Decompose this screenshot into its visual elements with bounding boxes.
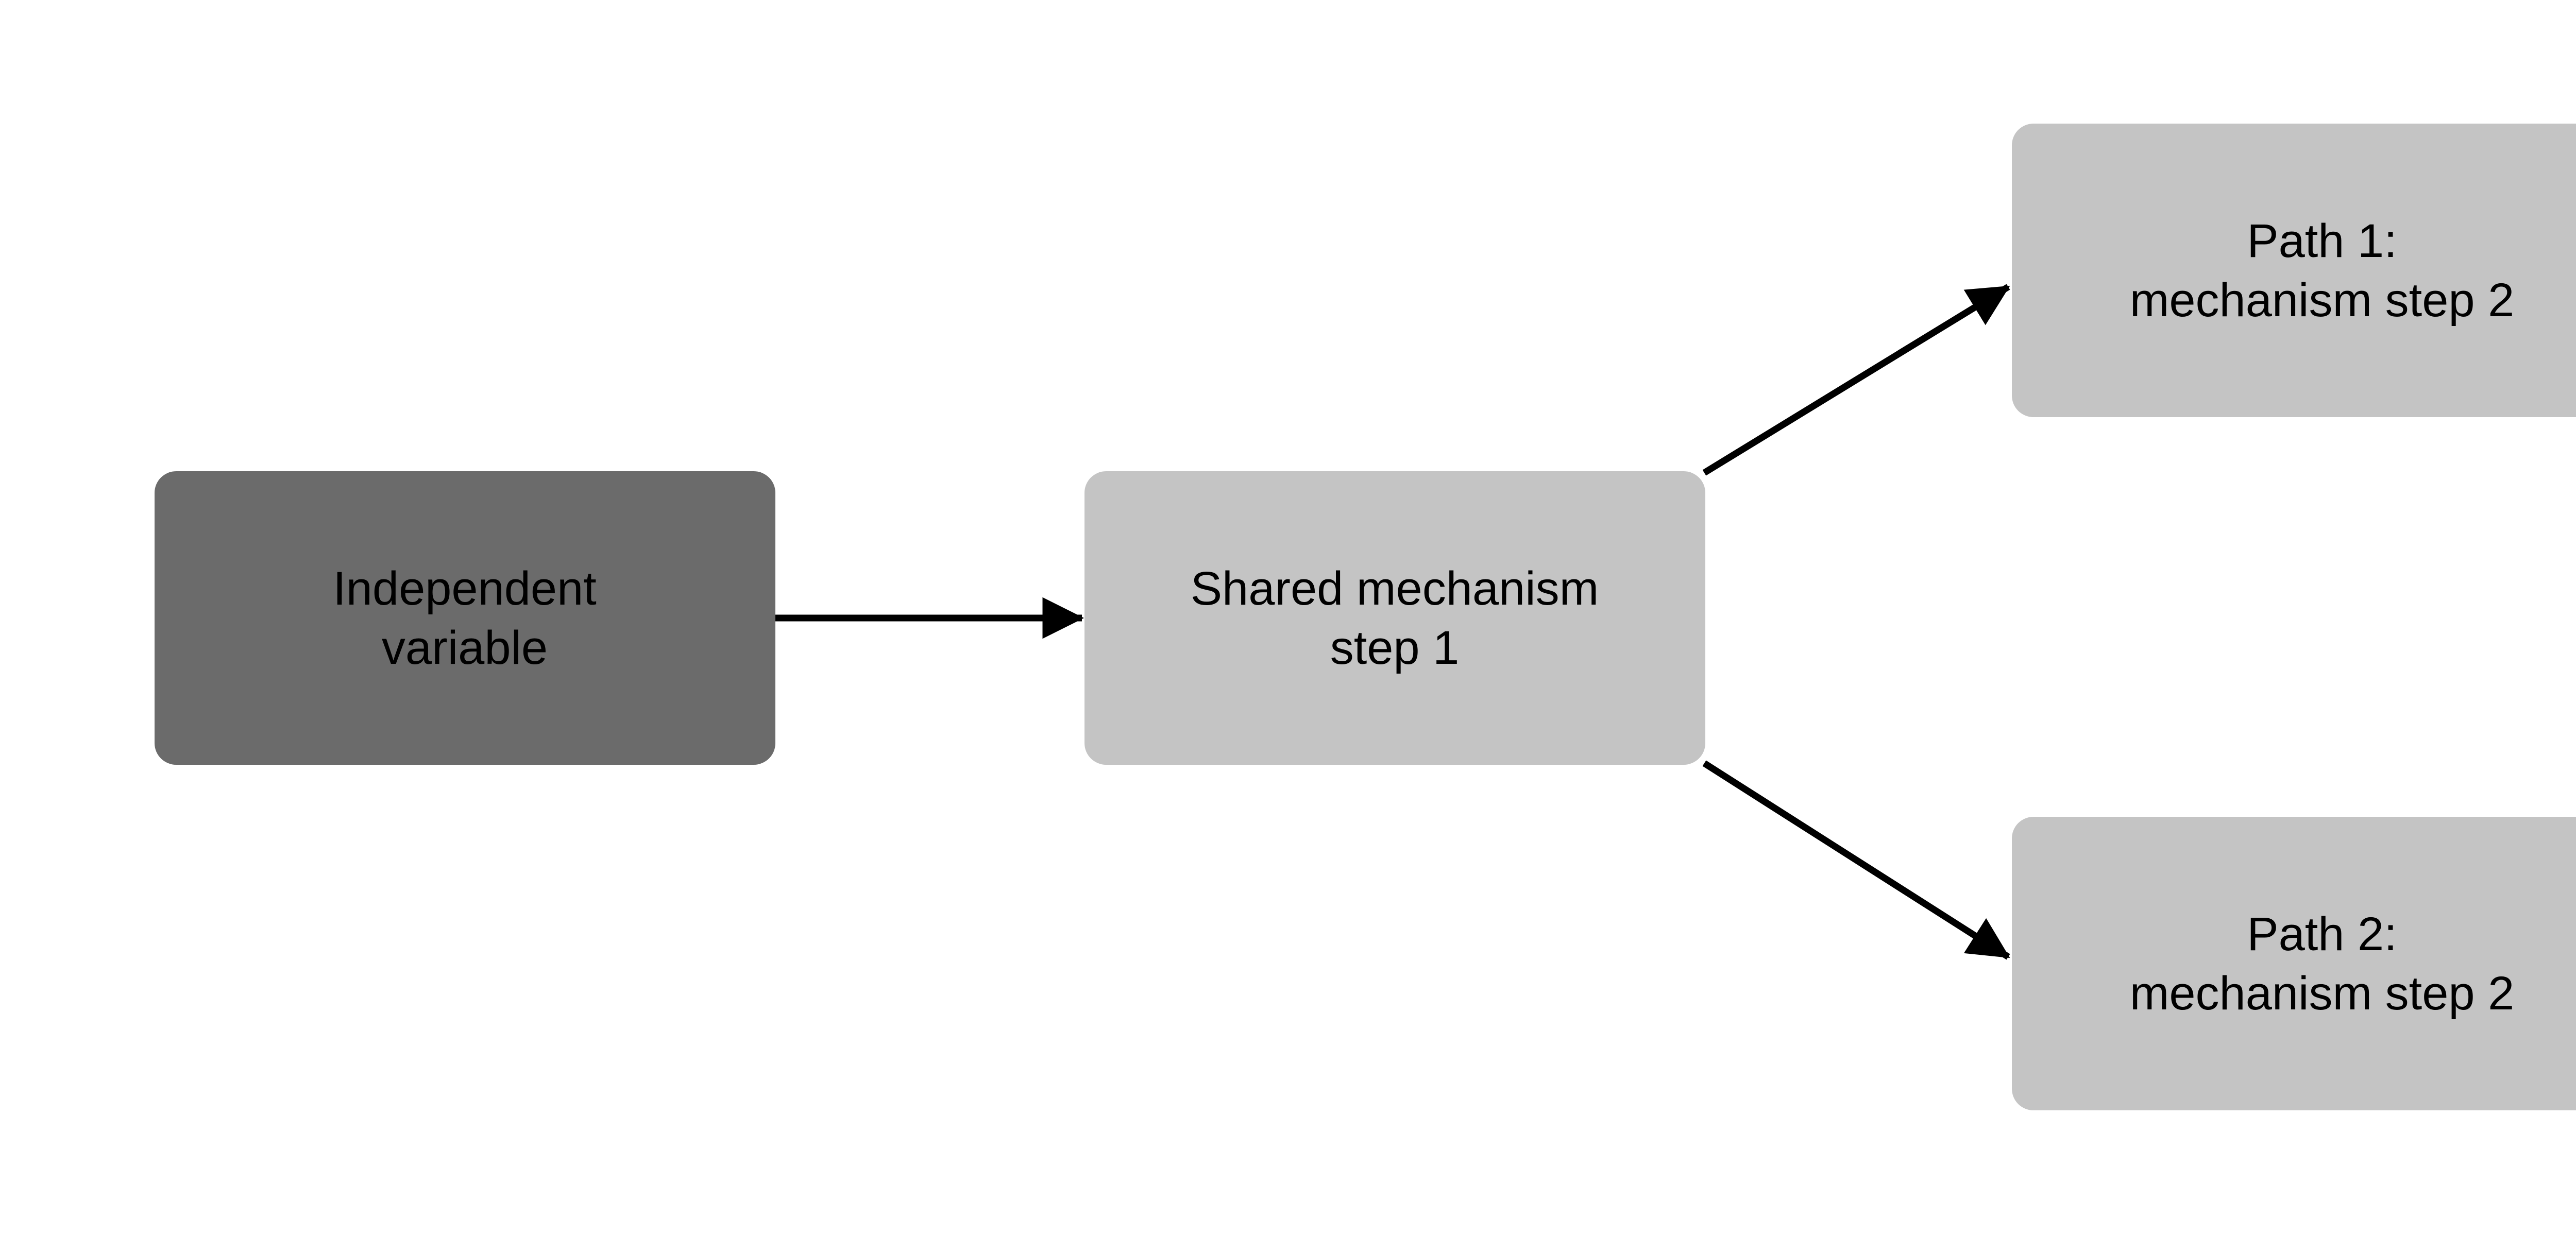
node-shared-mechanism-step-1-box [1084, 471, 1705, 765]
node-path-1-mechanism-step-2-label-line1: Path 1: [2247, 215, 2397, 267]
node-path-2-mechanism-step-2-box [2012, 817, 2576, 1110]
node-path-2-mechanism-step-2-label-line2: mechanism step 2 [2130, 967, 2515, 1020]
node-path-1-mechanism-step-2-box [2012, 124, 2576, 417]
node-independent-variable: Independent variable [155, 471, 775, 765]
node-shared-mechanism-step-1-label-line2: step 1 [1330, 622, 1460, 674]
node-shared-mechanism-step-1: Shared mechanism step 1 [1084, 471, 1705, 765]
edge-shared-to-path1-arrow [1702, 284, 2010, 476]
node-path-2-mechanism-step-2: Path 2: mechanism step 2 [2012, 817, 2576, 1110]
node-path-1-mechanism-step-2-label-line2: mechanism step 2 [2130, 274, 2515, 327]
node-independent-variable-box [155, 471, 775, 765]
edge-shared-to-path2-arrow [1702, 760, 2010, 960]
node-independent-variable-label-line2: variable [382, 622, 548, 674]
node-independent-variable-label-line1: Independent [333, 562, 597, 615]
node-path-1-mechanism-step-2: Path 1: mechanism step 2 [2012, 124, 2576, 417]
node-shared-mechanism-step-1-label-line1: Shared mechanism [1191, 562, 1599, 615]
node-path-2-mechanism-step-2-label-line1: Path 2: [2247, 908, 2397, 960]
